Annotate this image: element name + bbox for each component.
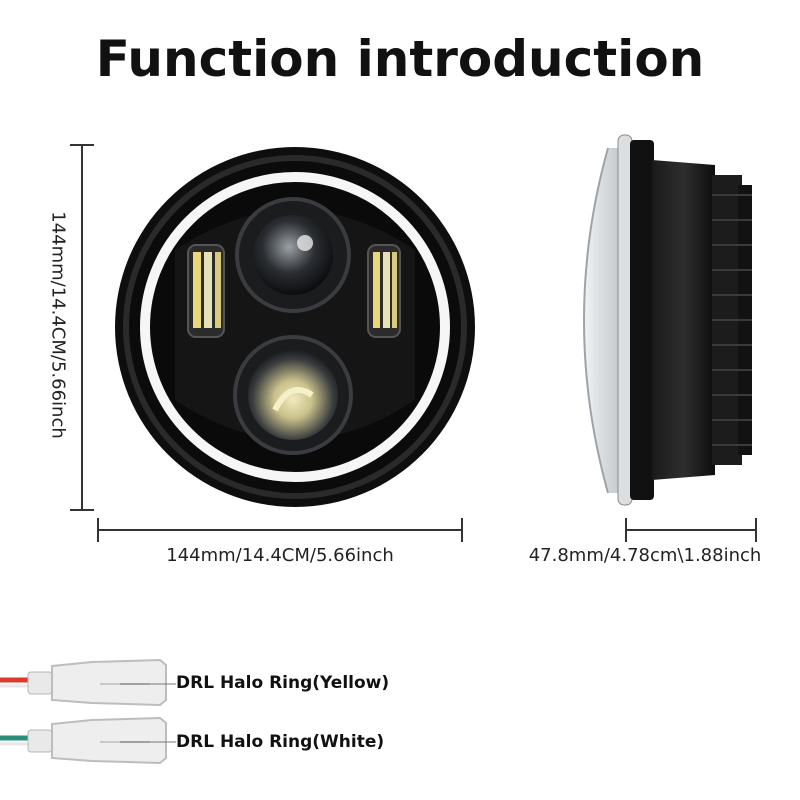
headlight-side-view <box>583 134 752 506</box>
connector-label-yellow: DRL Halo Ring(Yellow) <box>176 673 390 693</box>
front-height-label: 144mm/14.4CM/5.66inch <box>47 211 69 439</box>
dimension-depth-side <box>625 518 757 542</box>
left-led-strip <box>187 244 225 338</box>
page-title: Function introduction <box>95 30 705 88</box>
right-led-strip <box>367 244 401 338</box>
connector-white <box>0 716 176 765</box>
connector-label-white: DRL Halo Ring(White) <box>176 732 385 752</box>
front-width-label: 144mm/14.4CM/5.66inch <box>166 545 394 566</box>
dimension-width-front <box>97 518 463 542</box>
halo-ring <box>140 172 450 482</box>
headlight-front-view <box>115 147 475 507</box>
depth-label: 47.8mm/4.78cm\1.88inch <box>528 545 762 566</box>
connector-yellow <box>0 658 176 707</box>
dimension-height-front <box>70 144 94 511</box>
